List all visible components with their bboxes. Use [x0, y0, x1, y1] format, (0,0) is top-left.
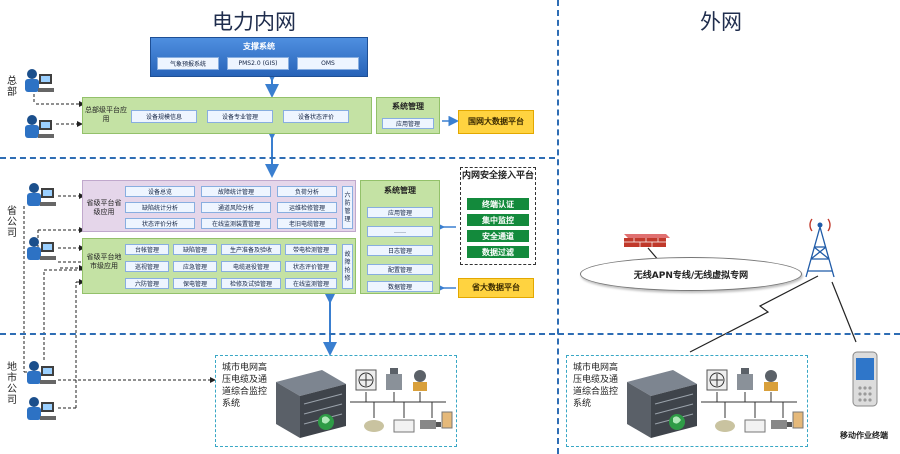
hq-platform-item[interactable]: 设备规模信息 — [131, 110, 197, 123]
ventilation-fan-icon — [355, 369, 377, 391]
workstation-icon — [22, 114, 54, 140]
city-item[interactable]: 电缆退役管理 — [221, 261, 281, 272]
city-item[interactable]: 六防管理 — [125, 278, 169, 289]
province-sys-item[interactable]: 数据管理 — [367, 281, 433, 292]
city-side-item[interactable]: 故障抢修 — [342, 244, 353, 289]
city-item[interactable]: 保电管理 — [173, 278, 217, 289]
city-item[interactable]: 在线监测管理 — [285, 278, 337, 289]
support-item[interactable]: PMS2.0 (GIS) — [227, 57, 289, 70]
city-platform-label: 省级平台地市级应用 — [86, 253, 122, 270]
province-system-management: 系统管理 应用管理 …… 日志管理 配置管理 数据管理 — [360, 180, 440, 294]
hq-platform-item[interactable]: 设备专业管理 — [207, 110, 273, 123]
zone-divider-city — [0, 333, 555, 335]
city-item[interactable]: 台帐管理 — [125, 244, 169, 255]
province-item[interactable]: 负荷分析 — [277, 186, 337, 197]
security-item[interactable]: 终端认证 — [467, 198, 529, 210]
security-item[interactable]: 集中监控 — [467, 214, 529, 226]
lightning-link — [689, 275, 819, 353]
sensor-icon — [364, 420, 384, 432]
monitor-panel-icon — [792, 411, 804, 429]
support-item[interactable]: 气象预报系统 — [157, 57, 219, 70]
hq-platform-item[interactable]: 设备状态评价 — [283, 110, 349, 123]
security-platform-title: 内网安全接入平台 — [461, 171, 534, 181]
province-sys-item[interactable]: …… — [367, 226, 433, 237]
province-system-management-title: 系统管理 — [384, 186, 416, 195]
city-item[interactable]: 缺陷管理 — [173, 244, 217, 255]
city-item[interactable]: 生产准备及验收 — [221, 244, 281, 255]
inner-network-title: 电力内网 — [212, 10, 296, 34]
hq-system-management: 系统管理 应用管理 — [376, 97, 440, 134]
province-sys-item[interactable]: 日志管理 — [367, 245, 433, 256]
workstation-icon — [22, 68, 54, 94]
support-item[interactable]: OMS — [297, 57, 359, 70]
zone-divider-outer — [558, 333, 900, 335]
workstation-icon — [24, 182, 56, 208]
security-item[interactable]: 安全通道 — [467, 230, 529, 242]
outer-monitoring-system: 城市电网高压电缆及通道综合监控系统 — [566, 355, 808, 447]
hq-sys-item[interactable]: 应用管理 — [382, 118, 434, 129]
hq-platform-panel: 总部级平台应用 设备规模信息 设备专业管理 设备状态评价 — [82, 97, 372, 134]
robot-icon — [764, 370, 778, 391]
pump-icon — [386, 368, 402, 390]
province-bigdata-platform: 省大数据平台 — [458, 278, 534, 298]
detector-icon — [744, 419, 766, 433]
hq-bigdata-platform: 国网大数据平台 — [458, 110, 534, 134]
province-item[interactable]: 在线监测装置管理 — [201, 218, 271, 229]
province-platform-label: 省级平台省级应用 — [86, 199, 122, 216]
city-platform-panel: 省级平台地市级应用 台帐管理 缺陷管理 生产准备及验收 带电检测管理 巡视管理 … — [82, 238, 356, 294]
ventilation-fan-icon — [706, 369, 728, 391]
outer-network-title: 外网 — [700, 10, 742, 34]
wireless-private-network: 无线APN专线/无线虚拟专网 — [580, 257, 802, 291]
support-system-panel: 支撑系统 气象预报系统 PMS2.0 (GIS) OMS — [150, 37, 368, 77]
hq-system-management-title: 系统管理 — [392, 102, 424, 111]
province-item[interactable]: 故障统计管理 — [201, 186, 271, 197]
province-item[interactable]: 运维检修管理 — [277, 202, 337, 213]
robot-icon — [413, 370, 427, 391]
province-sys-item[interactable]: 配置管理 — [367, 264, 433, 275]
pump-icon — [737, 368, 753, 390]
side-label-city: 地市公司 — [7, 362, 17, 406]
workstation-icon — [24, 360, 56, 386]
security-access-platform: 内网安全接入平台 终端认证 集中监控 安全通道 数据过滤 — [460, 167, 536, 265]
monitoring-equipment-illustration — [270, 364, 454, 444]
city-item[interactable]: 状态评价管理 — [285, 261, 337, 272]
side-label-hq: 总部 — [7, 76, 17, 98]
mobile-terminal-label: 移动作业终端 — [840, 431, 888, 440]
monitor-panel-icon — [441, 411, 453, 429]
province-side-item[interactable]: 六防管理 — [342, 186, 353, 229]
province-item[interactable]: 老旧电缆管理 — [277, 218, 337, 229]
city-item[interactable]: 检修及试验管理 — [221, 278, 281, 289]
support-system-title: 支撑系统 — [243, 42, 275, 51]
inner-monitoring-label: 城市电网高压电缆及通道综合监控系统 — [222, 363, 268, 409]
province-sys-item[interactable]: 应用管理 — [367, 207, 433, 218]
zone-divider-hq — [0, 157, 555, 159]
city-item[interactable]: 带电检测管理 — [285, 244, 337, 255]
sensor-icon — [715, 420, 735, 432]
province-item[interactable]: 状态评价分析 — [125, 218, 195, 229]
server-icon — [276, 370, 346, 438]
monitoring-equipment-illustration — [621, 364, 805, 444]
camera-icon — [420, 420, 441, 429]
hq-platform-label: 总部级平台应用 — [85, 106, 127, 123]
city-item[interactable]: 应急管理 — [173, 261, 217, 272]
province-platform-panel: 省级平台省级应用 设备总览 故障统计管理 负荷分析 缺陷统计分析 通道风险分析 … — [82, 180, 356, 232]
mobile-phone-icon — [850, 350, 880, 408]
server-icon — [627, 370, 697, 438]
detector-icon — [393, 419, 415, 433]
inner-monitoring-system: 城市电网高压电缆及通道综合监控系统 — [215, 355, 457, 447]
province-item[interactable]: 缺陷统计分析 — [125, 202, 195, 213]
province-item[interactable]: 设备总览 — [125, 186, 195, 197]
province-item[interactable]: 通道风险分析 — [201, 202, 271, 213]
side-label-province: 省公司 — [7, 206, 17, 239]
camera-icon — [771, 420, 792, 429]
network-boundary — [557, 0, 559, 454]
workstation-icon — [24, 236, 56, 262]
antenna-tower-icon — [798, 213, 842, 279]
firewall-icon — [620, 232, 670, 248]
outer-monitoring-label: 城市电网高压电缆及通道综合监控系统 — [573, 363, 619, 409]
security-item[interactable]: 数据过滤 — [467, 246, 529, 258]
workstation-icon — [24, 396, 56, 422]
city-item[interactable]: 巡视管理 — [125, 261, 169, 272]
